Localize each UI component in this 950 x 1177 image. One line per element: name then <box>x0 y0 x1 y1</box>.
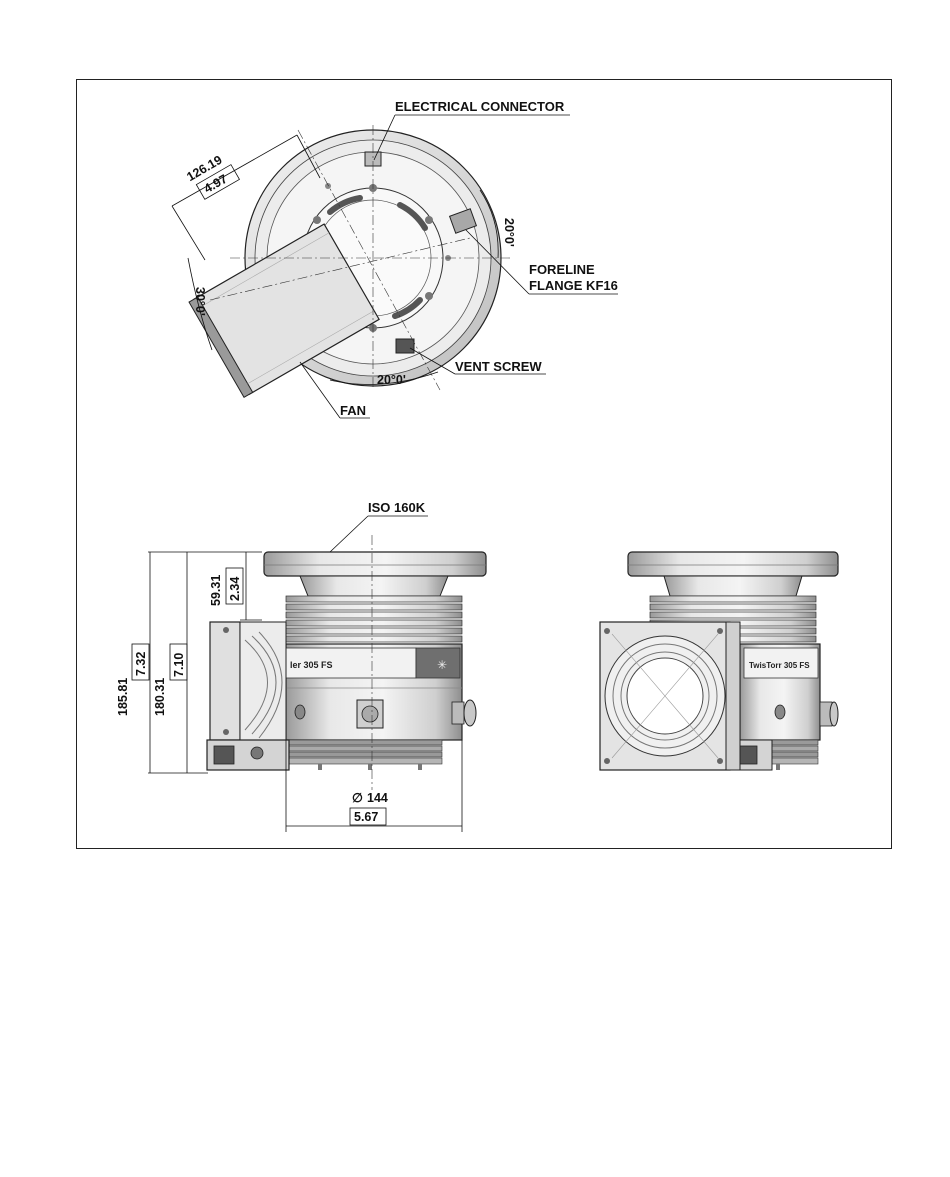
label-foreline-1: FORELINE <box>529 262 595 277</box>
connector-face <box>362 706 378 722</box>
vent-screw-shape <box>396 339 414 353</box>
side-plate-text: TwisTorr 305 FS <box>749 661 810 670</box>
dim-body-height-in: 7.10 <box>172 653 186 677</box>
dim-flange-height-in: 2.34 <box>228 577 242 601</box>
side-kf16-flange <box>830 702 838 726</box>
front-kf16-stub <box>452 702 464 724</box>
dim-foreline-angle: 20°0' <box>502 218 516 247</box>
diameter-icon: ∅ <box>352 791 363 805</box>
top-view: 126.19 4.97 30°0' 20°0' 20°0' ELECTRICAL… <box>172 99 618 418</box>
dim-diameter-in: 5.67 <box>354 810 378 824</box>
dim-diameter-mm: 144 <box>367 791 388 805</box>
side-neck <box>664 576 802 596</box>
side-fan-edge <box>726 622 740 770</box>
front-knob <box>251 747 263 759</box>
front-plate-text: ler 305 FS <box>290 660 333 670</box>
bolt <box>425 216 433 224</box>
side-inlet-flange <box>628 552 838 576</box>
front-view: ler 305 FS ✳ ISO <box>116 500 486 832</box>
dim-flange-height-mm: 59.31 <box>209 575 223 606</box>
front-inlet-flange <box>264 552 486 576</box>
front-kf16-flange <box>464 700 476 726</box>
leader-iso <box>330 516 368 552</box>
dim-total-height-in: 7.32 <box>134 652 148 676</box>
front-neck <box>300 576 448 596</box>
bolt <box>325 183 331 189</box>
front-plug-icon <box>295 705 305 719</box>
bolt <box>425 292 433 300</box>
bolt <box>313 216 321 224</box>
front-lower-fins <box>286 740 442 764</box>
label-foreline-2: FLANGE KF16 <box>529 278 618 293</box>
dim-fan-angle: 30°0' <box>193 287 207 316</box>
front-fan-box <box>210 622 240 740</box>
dim-vent-angle: 20°0' <box>377 373 406 387</box>
front-fan-guard <box>240 622 286 740</box>
dim-total-height-mm: 185.81 <box>116 678 130 716</box>
dim-body-height-mm: 180.31 <box>153 678 167 716</box>
label-inlet-flange: ISO 160K <box>368 500 426 515</box>
front-fins <box>286 596 462 642</box>
label-vent-screw: VENT SCREW <box>455 359 542 374</box>
front-power-socket <box>214 746 234 764</box>
asterisk-icon: ✳ <box>437 658 447 672</box>
side-plug-icon <box>775 705 785 719</box>
label-fan: FAN <box>340 403 366 418</box>
side-view: TwisTorr 305 FS <box>600 552 838 770</box>
dim-ext <box>172 206 205 260</box>
label-electrical-connector: ELECTRICAL CONNECTOR <box>395 99 565 114</box>
